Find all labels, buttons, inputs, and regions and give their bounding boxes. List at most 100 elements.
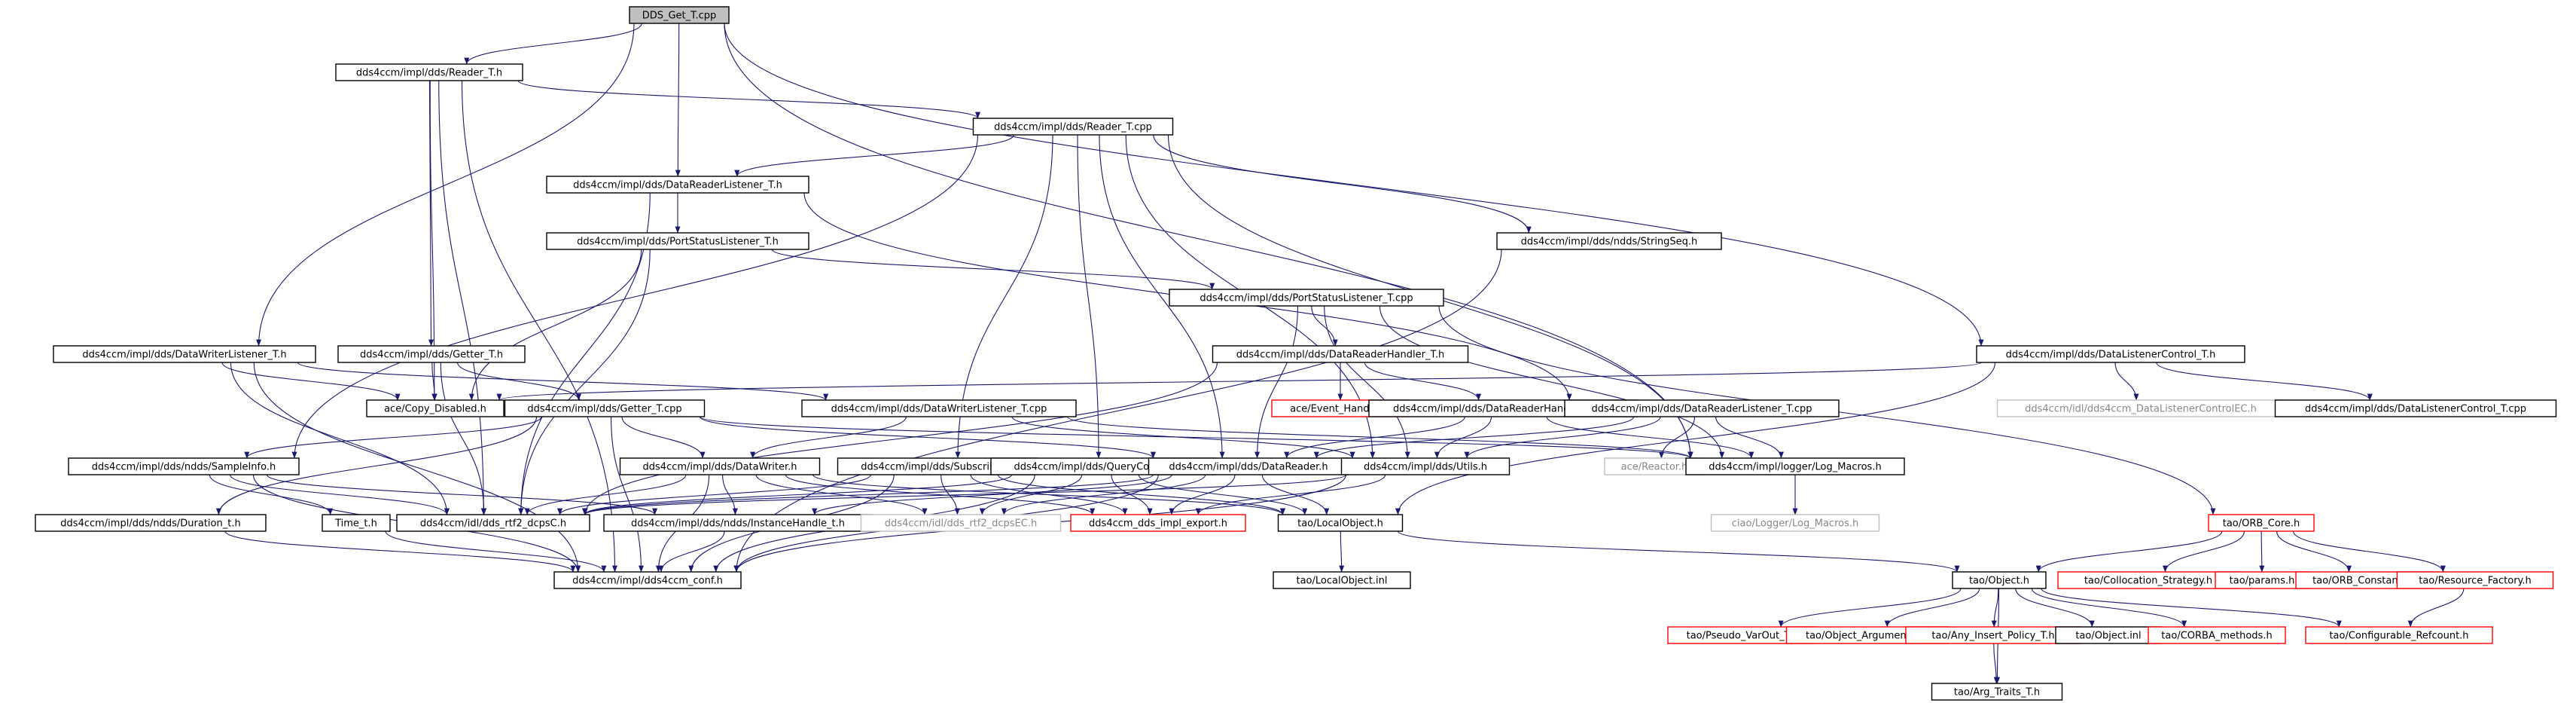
edge-orbcore-to-object_h	[2035, 530, 2223, 573]
graph-node-conf[interactable]: dds4ccm/impl/dds4ccm_conf.h	[553, 571, 742, 589]
edge-reader_h-to-conf	[461, 80, 618, 573]
node-label: dds4ccm/impl/dds/DataReader.h	[1169, 462, 1328, 473]
edge-getter_cpp-to-duration	[215, 416, 538, 515]
graph-node-params[interactable]: tao/params.h	[2215, 571, 2309, 589]
graph-node-confrc[interactable]: tao/Configurable_Refcount.h	[2305, 626, 2493, 644]
graph-node-anyins[interactable]: tao/Any_Insert_Policy_T.h	[1905, 626, 2081, 644]
graph-node-rtf2ec[interactable]: dds4ccm/idl/dds_rtf2_dcpsEC.h	[860, 514, 1062, 532]
graph-node-orbcore[interactable]: tao/ORB_Core.h	[2208, 514, 2315, 532]
graph-node-dlc_cpp[interactable]: dds4ccm/impl/dds/DataListenerControl_T.c…	[2274, 399, 2557, 417]
edge-drl_cpp-to-datareader	[1313, 416, 1635, 459]
edge-querycond-to-localobj	[1138, 474, 1308, 515]
edge-drh_cpp-to-logmacros	[1546, 416, 1754, 459]
edge-time_t-to-conf	[385, 530, 607, 573]
edge-orbcore-to-params	[2259, 530, 2265, 573]
graph-node-strseq[interactable]: dds4ccm/impl/dds/ndds/StringSeq.h	[1496, 232, 1722, 250]
graph-node-ciaolog[interactable]: ciao/Logger/Log_Macros.h	[1710, 514, 1880, 532]
edge-datareader-to-rtf2c	[582, 474, 1154, 515]
edge-getter_cpp-to-sampleinfo	[244, 416, 542, 459]
graph-node-reactor[interactable]: ace/Reactor.h	[1604, 457, 1705, 475]
graph-node-datareader[interactable]: dds4ccm/impl/dds/DataReader.h	[1148, 457, 1349, 475]
graph-node-corbam[interactable]: tao/CORBA_methods.h	[2148, 626, 2286, 644]
graph-node-object_h[interactable]: tao/Object.h	[1952, 571, 2047, 589]
node-box	[1496, 232, 1722, 250]
graph-node-sampleinfo[interactable]: dds4ccm/impl/dds/ndds/SampleInfo.h	[68, 457, 300, 475]
node-label: dds4ccm/impl/dds/DataReaderHandler_T.cpp	[1393, 404, 1613, 415]
graph-node-drh_h[interactable]: dds4ccm/impl/dds/DataReaderHandler_T.h	[1212, 345, 1469, 363]
edge-reader_cpp-to-subscriber	[955, 134, 1053, 459]
node-label: tao/ORB_Constants.h	[2312, 576, 2416, 587]
node-label: ace/Reactor.h	[1621, 462, 1688, 473]
graph-node-datawriter[interactable]: dds4ccm/impl/dds/DataWriter.h	[619, 457, 821, 475]
graph-node-copy_dis[interactable]: ace/Copy_Disabled.h	[366, 399, 505, 417]
graph-node-logmacros[interactable]: dds4ccm/impl/logger/Log_Macros.h	[1685, 457, 1905, 475]
edge-psl_cpp-to-drh_h	[1311, 305, 1338, 347]
graph-node-drl_cpp[interactable]: dds4ccm/impl/dds/DataReaderListener_T.cp…	[1564, 399, 1840, 417]
node-label: ciao/Logger/Log_Macros.h	[1732, 518, 1858, 530]
node-box	[366, 399, 505, 417]
edge-drl_h-to-rtf2c	[518, 192, 651, 515]
node-box	[1169, 289, 1444, 307]
edge-datareader-to-rtf2ec	[1001, 474, 1206, 515]
node-label: dds4ccm/impl/dds/Getter_T.h	[360, 350, 503, 361]
graph-node-dlcec[interactable]: dds4ccm/idl/dds4ccm_DataListenerControlE…	[1996, 399, 2285, 417]
graph-node-insthandle[interactable]: dds4ccm/impl/dds/ndds/InstanceHandle_t.h	[603, 514, 873, 532]
node-box	[1070, 514, 1246, 532]
node-box	[546, 176, 809, 194]
graph-node-duration[interactable]: dds4ccm/impl/dds/ndds/Duration_t.h	[35, 514, 267, 532]
edge-strseq-to-conf	[733, 249, 1502, 573]
edge-getter_h-to-rtf2c	[440, 362, 487, 515]
graph-node-argtr[interactable]: tao/Arg_Traits_T.h	[1931, 683, 2063, 701]
graph-node-resfact[interactable]: tao/Resource_Factory.h	[2396, 571, 2554, 589]
node-label: DDS_Get_T.cpp	[642, 11, 717, 22]
graph-node-dwl_h[interactable]: dds4ccm/impl/dds/DataWriterListener_T.h	[53, 345, 316, 363]
node-label: tao/Object.h	[1969, 576, 2029, 587]
edge-reader_h-to-rtf2c	[438, 80, 486, 515]
node-box	[2208, 514, 2315, 532]
edge-orbcore-to-resfact	[2293, 530, 2446, 573]
node-label: dds4ccm_dds_impl_export.h	[1089, 518, 1227, 530]
graph-node-dlc_h[interactable]: dds4ccm/impl/dds/DataListenerControl_T.h	[1976, 345, 2245, 363]
graph-node-reader_cpp[interactable]: dds4ccm/impl/dds/Reader_T.cpp	[972, 118, 1174, 136]
edge-object_h-to-confrc	[2041, 588, 2342, 628]
graph-node-psl_cpp[interactable]: dds4ccm/impl/dds/PortStatusListener_T.cp…	[1169, 289, 1444, 307]
graph-node-colloc[interactable]: tao/Collocation_Strategy.h	[2057, 571, 2239, 589]
edge-drl_cpp-to-utils	[1464, 416, 1661, 459]
edge-object_h-to-pseudo	[1778, 588, 1962, 628]
node-box	[1710, 514, 1880, 532]
graph-node-getter_cpp[interactable]: dds4ccm/impl/dds/Getter_T.cpp	[504, 399, 706, 417]
edge-subscriber-to-rtf2c	[557, 474, 872, 515]
graph-node-dwl_cpp[interactable]: dds4ccm/impl/dds/DataWriterListener_T.cp…	[801, 399, 1077, 417]
edge-dlc_h-to-dlc_cpp	[2156, 362, 2373, 401]
node-box	[2148, 626, 2286, 644]
graph-node-psl_h[interactable]: dds4ccm/impl/dds/PortStatusListener_T.h	[546, 232, 809, 250]
edge-dwl_h-to-copy_dis	[221, 362, 401, 401]
node-label: tao/CORBA_methods.h	[2161, 631, 2272, 642]
graph-node-root[interactable]: DDS_Get_T.cpp	[629, 6, 730, 24]
edge-querycond-to-rtf2ec	[979, 474, 1083, 515]
graph-node-localinl[interactable]: tao/LocalObject.inl	[1273, 571, 1411, 589]
graph-node-drl_h[interactable]: dds4ccm/impl/dds/DataReaderListener_T.h	[546, 176, 809, 194]
graph-node-rtf2c[interactable]: dds4ccm/idl/dds_rtf2_dcpsC.h	[396, 514, 590, 532]
graph-node-getter_h[interactable]: dds4ccm/impl/dds/Getter_T.h	[337, 345, 526, 363]
node-label: dds4ccm/impl/dds/Reader_T.cpp	[994, 122, 1152, 133]
node-label: tao/Object.inl	[2075, 631, 2141, 642]
graph-node-objinl[interactable]: tao/Object.inl	[2055, 626, 2162, 644]
edge-root-to-reader_h	[464, 23, 642, 65]
edge-drl_cpp-to-reactor	[1658, 416, 1696, 459]
node-label: tao/Configurable_Refcount.h	[2329, 631, 2468, 642]
graph-node-localobj[interactable]: tao/LocalObject.h	[1277, 514, 1404, 532]
edge-utils-to-rtf2c	[582, 474, 1347, 515]
edge-sampleinfo-to-insthandle	[266, 474, 657, 515]
edge-reader_h-to-getter_h	[428, 80, 434, 347]
graph-node-pseudo[interactable]: tao/Pseudo_VarOut_T.h	[1667, 626, 1818, 644]
node-label: dds4ccm/impl/dds/ndds/Duration_t.h	[60, 518, 240, 530]
graph-node-time_t[interactable]: Time_t.h	[322, 514, 391, 532]
graph-node-ddsexport[interactable]: dds4ccm_dds_impl_export.h	[1070, 514, 1246, 532]
node-label: dds4ccm/impl/dds/DataReaderListener_T.cp…	[1591, 404, 1812, 415]
graph-node-utils[interactable]: dds4ccm/impl/dds/Utils.h	[1340, 457, 1511, 475]
edge-reader_cpp-to-drl_h	[734, 134, 1014, 177]
graph-node-reader_h[interactable]: dds4ccm/impl/dds/Reader_T.h	[335, 63, 523, 81]
edge-getter_h-to-getter_cpp	[456, 362, 581, 401]
node-box	[546, 232, 809, 250]
